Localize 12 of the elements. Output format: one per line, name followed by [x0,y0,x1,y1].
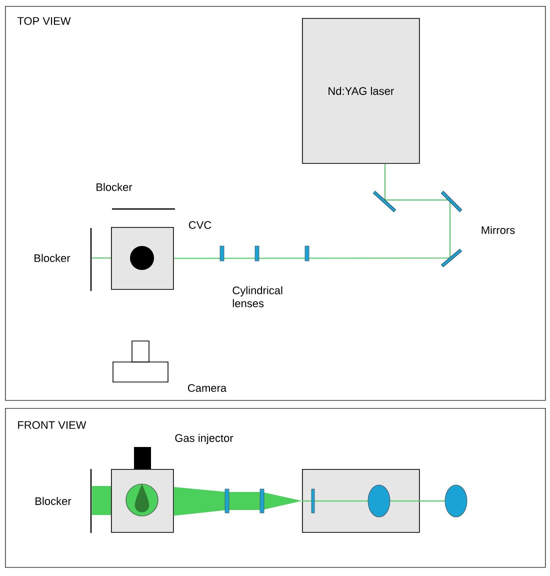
label: Gas injector [175,434,234,444]
node-label: CVC [188,221,212,229]
camera-label: Camera [188,384,227,392]
beam-fan [174,487,302,516]
label: Blocker [36,496,72,506]
label: Blocker [96,182,132,192]
laser-box [302,469,420,533]
label: Blocker [34,254,70,262]
label: Mirrors [482,226,515,234]
label: Cylindrical lenses [232,286,282,308]
laser-beam [173,163,450,259]
laser-box: Nd:YAG laser [302,18,420,164]
